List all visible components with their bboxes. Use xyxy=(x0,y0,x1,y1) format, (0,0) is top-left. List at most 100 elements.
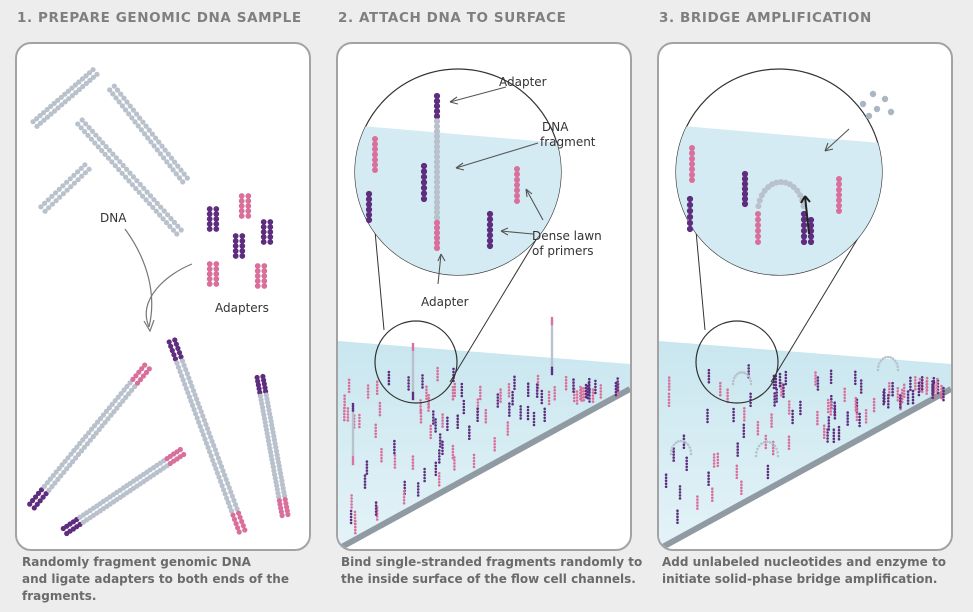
bead xyxy=(925,382,929,386)
bead xyxy=(239,518,245,525)
bead xyxy=(814,380,817,383)
bead xyxy=(884,356,887,359)
bead xyxy=(96,426,102,433)
bead xyxy=(514,176,520,183)
bead xyxy=(917,384,921,388)
bead xyxy=(441,419,444,422)
bead xyxy=(773,444,777,448)
bead xyxy=(784,373,788,377)
bead xyxy=(775,400,778,403)
bead xyxy=(176,350,183,356)
bead xyxy=(350,500,353,503)
bead xyxy=(372,161,378,168)
bead xyxy=(689,177,695,183)
bead xyxy=(374,513,378,516)
bead xyxy=(186,375,192,381)
bead xyxy=(228,508,234,514)
bead xyxy=(472,462,476,466)
bead xyxy=(688,446,691,449)
bead xyxy=(213,226,220,232)
bead xyxy=(736,442,739,445)
bead xyxy=(918,377,922,381)
bead xyxy=(526,388,530,392)
bead xyxy=(351,431,355,435)
bead xyxy=(484,420,488,424)
bead xyxy=(427,405,430,409)
flow-cell-surface xyxy=(659,341,951,549)
bead xyxy=(837,434,841,438)
bead xyxy=(411,363,415,366)
bead xyxy=(80,437,86,443)
bead xyxy=(743,410,746,413)
bead xyxy=(712,453,716,456)
bead xyxy=(83,433,89,439)
bead xyxy=(441,416,444,419)
bead xyxy=(130,174,136,180)
bead xyxy=(438,433,442,436)
bead xyxy=(366,396,370,399)
bead xyxy=(421,386,424,389)
bead xyxy=(816,376,820,379)
bead xyxy=(351,449,355,453)
bead xyxy=(749,404,752,408)
bead xyxy=(130,107,136,113)
bead xyxy=(614,384,618,388)
bead xyxy=(909,382,912,386)
bead xyxy=(770,413,773,416)
bead xyxy=(62,99,68,105)
bead xyxy=(507,392,511,395)
bead xyxy=(65,88,71,94)
bead xyxy=(387,376,391,380)
bead xyxy=(747,367,750,370)
bead xyxy=(855,415,859,419)
bead xyxy=(706,408,709,412)
bead xyxy=(351,440,355,444)
bead xyxy=(499,397,502,400)
bead xyxy=(678,497,682,500)
bead xyxy=(706,420,709,424)
bead xyxy=(351,418,355,421)
bead xyxy=(456,414,459,418)
bead xyxy=(236,510,242,516)
bead xyxy=(582,387,586,390)
bead xyxy=(895,362,898,365)
bead xyxy=(476,398,480,401)
bead xyxy=(780,394,783,397)
bead xyxy=(129,387,135,393)
bead xyxy=(119,103,125,109)
bead xyxy=(350,494,353,497)
bead xyxy=(859,382,863,385)
bead xyxy=(175,364,182,370)
bead xyxy=(787,412,791,415)
bead xyxy=(829,404,833,407)
bead xyxy=(678,488,682,491)
bead xyxy=(499,391,502,394)
bead xyxy=(48,111,54,117)
bead xyxy=(436,378,439,382)
bead xyxy=(756,426,760,430)
bead xyxy=(550,333,554,336)
bead xyxy=(899,406,902,409)
bead xyxy=(393,451,396,455)
bead xyxy=(351,442,355,446)
bead xyxy=(550,362,554,365)
bead xyxy=(732,379,735,383)
bead xyxy=(354,525,357,529)
bead xyxy=(34,116,40,122)
bead xyxy=(686,213,694,221)
bead xyxy=(49,193,55,199)
bead xyxy=(89,426,95,432)
bead xyxy=(201,417,207,423)
bead xyxy=(148,139,154,145)
bead xyxy=(836,186,842,193)
bead xyxy=(456,426,459,430)
bead xyxy=(827,428,831,431)
bead xyxy=(94,71,100,77)
bead xyxy=(434,418,437,421)
bead xyxy=(427,396,430,400)
bead xyxy=(83,80,89,86)
bead xyxy=(260,229,267,235)
bead xyxy=(82,129,88,135)
bead xyxy=(200,413,206,419)
bead xyxy=(134,111,140,117)
